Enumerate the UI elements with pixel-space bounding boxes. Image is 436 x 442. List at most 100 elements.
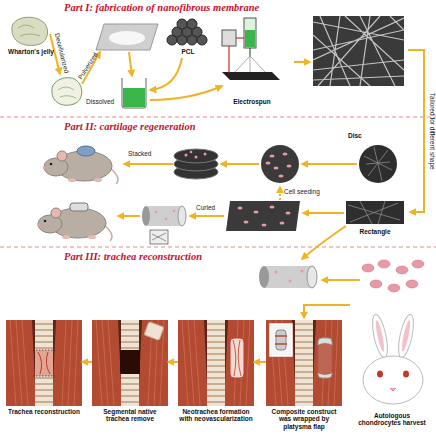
segmental-removal [92,320,168,406]
seeded-disc [261,145,299,183]
flow-arrow [190,215,224,217]
flow-arrow [221,163,259,165]
step-label: Curled [196,205,215,212]
flow-arrow [322,279,360,281]
stacked-discs [174,149,218,179]
image-box: Segmental native trachea remove [92,318,168,440]
electrospinning-setup [250,48,251,56]
rabbit [370,313,391,359]
section-heading: Part I: fabrication of nanofibrous membr… [64,2,384,15]
mouse [43,151,118,184]
flow-arrow [168,361,178,363]
mouse [37,208,112,241]
seeded-rectangle [254,210,259,213]
image-box: PCL [160,14,216,58]
curled-scaffold [150,230,168,244]
pcl-pellets [177,19,187,29]
rolled-construct [259,266,269,288]
chondrocytes [412,260,424,268]
seeded-disc [266,152,292,177]
rolled-construct [301,270,304,273]
beaker [122,78,146,108]
composite-construct [266,320,342,406]
nanofiber-sem [313,16,404,86]
electrospinning-setup [245,30,255,47]
wharton-jelly [18,25,40,36]
composite-construct [270,324,292,356]
curled-scaffold [152,233,166,241]
image-caption: PCL [160,48,216,55]
electrospinning-setup [229,38,244,74]
image-caption: Rectangle [340,228,410,235]
seeded-rectangle [286,211,291,214]
nanofiber-sem [313,16,404,86]
electrospinning-setup [235,56,265,72]
rolled-construct [275,270,304,283]
seeded-disc [266,161,271,164]
chondrocytes [362,260,424,292]
stacked-discs [174,149,218,163]
chondrocytes [362,264,374,272]
mouse [37,146,118,241]
composite-construct [266,320,342,406]
curled-scaffold [146,206,182,226]
seeded-rectangle [226,201,300,231]
scaffold-rectangle [346,201,404,224]
image-caption: Autologous chondrocytes harvest [352,412,432,427]
chondrocytes [378,260,390,268]
flow-arrow [303,212,344,214]
rabbit [390,388,396,391]
scaffold-disc [359,145,397,183]
flow-arrow [124,163,173,165]
wharton-jelly [12,17,48,45]
decellularized-jelly [58,87,76,98]
pcl-pellets [187,19,197,29]
flow-arrow [302,163,357,165]
rolled-construct [259,266,317,288]
electrospinning-setup [244,18,256,48]
curled-scaffold [165,218,168,221]
seeded-rectangle [262,223,267,226]
chondrocytes [406,280,418,288]
pcl-pellets [167,19,207,45]
stacked-discs [185,154,188,157]
image-box: Wharton's jelly [2,16,60,58]
image-caption: Neotrachea formation with neovasculariza… [178,408,254,423]
flow-arrow [254,361,266,363]
step-label: Cell seeding [284,189,320,196]
segmental-removal [120,350,140,374]
section-band: Part III: trachea reconstructionAutologo… [0,248,436,442]
step-label: Pulverized [77,51,99,80]
composite-construct [316,343,334,375]
beaker [122,78,146,108]
seeded-disc [287,164,292,167]
neotrachea [233,340,241,376]
section-band: Part II: cartilage regenerationDiscRecta… [0,118,436,247]
stacked-discs [204,153,207,156]
section-separator [0,117,436,118]
composite-construct [276,330,286,350]
seeded-disc [279,174,284,177]
segmental-removal [92,320,168,406]
flow-arrow [118,215,140,217]
stacked-discs [195,156,198,159]
flow-arrow [294,61,310,63]
rabbit [400,320,412,352]
flow-arrow [150,86,222,100]
rolled-construct [264,266,312,288]
scaffold-rectangle [346,201,404,224]
mouse [70,203,88,211]
rolled-construct [307,266,317,288]
curled-scaffold [142,206,150,226]
section-separator [0,247,436,248]
image-box: Electrospun [212,14,408,110]
image-caption: Electrospun [216,98,288,105]
image-box: Disc [348,132,404,186]
seeded-rectangle [226,201,300,231]
beaker [123,88,145,107]
rolled-construct [275,271,278,274]
trachea-reconstruction [35,350,53,376]
wharton-jelly [12,17,48,45]
